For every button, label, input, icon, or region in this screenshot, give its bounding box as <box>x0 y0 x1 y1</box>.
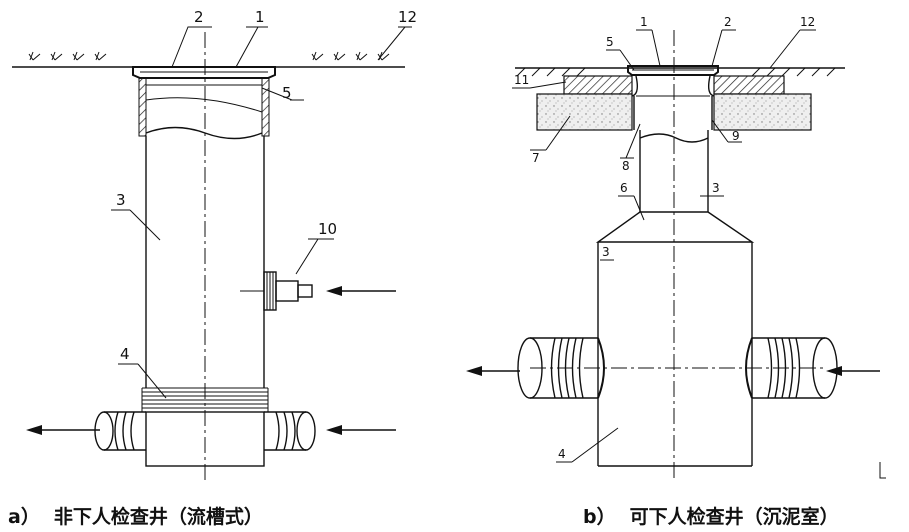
callout-a-3: 3 <box>116 191 126 209</box>
gravel-slab-left-b <box>536 93 633 131</box>
callout-a-4: 4 <box>120 345 130 363</box>
callout-b-6: 6 <box>620 181 628 195</box>
ground-hatch-b <box>516 67 836 77</box>
corner-mark-b <box>879 462 886 479</box>
leaders-a <box>111 26 412 399</box>
neck-b <box>631 75 715 97</box>
callout-b-3-upper: 3 <box>712 181 720 195</box>
caption-a-label: a） <box>8 506 40 528</box>
callout-b-3-lower: 3 <box>602 245 610 259</box>
diagram-a-non-entry-manhole: 2 1 12 5 3 10 4 <box>12 8 417 484</box>
gravel-slab-right-b <box>713 93 812 131</box>
callout-b-8: 8 <box>622 159 630 173</box>
manhole-cover-b <box>627 65 719 76</box>
callout-a-12: 12 <box>398 8 417 26</box>
caption-b-text: 可下人检查井（沉泥室） <box>629 506 839 528</box>
inlet-arrow-head-a <box>326 286 342 296</box>
inlet-arrow-b <box>826 366 842 376</box>
caption-a-text: 非下人检查井（流槽式） <box>53 506 263 528</box>
callout-b-11: 11 <box>514 73 529 87</box>
caption-b: b） 可下人检查井（沉泥室） <box>583 502 839 529</box>
grass-marks-right <box>311 51 390 61</box>
side-inlet-a <box>263 271 313 311</box>
grass-marks-left <box>28 51 107 61</box>
callout-a-10: 10 <box>318 220 337 238</box>
callout-a-1: 1 <box>255 8 265 26</box>
callout-b-1: 1 <box>640 15 648 29</box>
callout-b-2: 2 <box>724 15 732 29</box>
callout-a-5: 5 <box>282 84 292 102</box>
inlet-outlet-pipe-a <box>94 411 316 451</box>
riser-wall-left-a <box>138 77 147 137</box>
outlet-arrow-b <box>466 366 482 376</box>
concrete-collar-right-b <box>713 75 785 95</box>
callout-b-9: 9 <box>732 129 740 143</box>
diagram-b-entry-manhole: 1 2 12 5 11 7 8 9 3 6 3 4 <box>466 15 886 479</box>
caption-b-label: b） <box>583 506 616 528</box>
break-line-b <box>639 133 709 143</box>
concrete-collar-left-b <box>563 75 633 95</box>
outlet-arrow-a <box>26 425 42 435</box>
flow-arrow-right-a <box>326 425 342 435</box>
callout-a-2: 2 <box>194 8 204 26</box>
callout-b-7: 7 <box>532 151 540 165</box>
break-line-a <box>145 126 263 140</box>
reducer-cone-b <box>595 211 755 243</box>
caption-a: a） 非下人检查井（流槽式） <box>8 502 263 529</box>
riser-wall-right-a <box>261 77 270 137</box>
callout-b-4: 4 <box>558 447 566 461</box>
callout-b-12: 12 <box>800 15 815 29</box>
leaders-b <box>512 29 816 463</box>
callout-b-5: 5 <box>606 35 614 49</box>
